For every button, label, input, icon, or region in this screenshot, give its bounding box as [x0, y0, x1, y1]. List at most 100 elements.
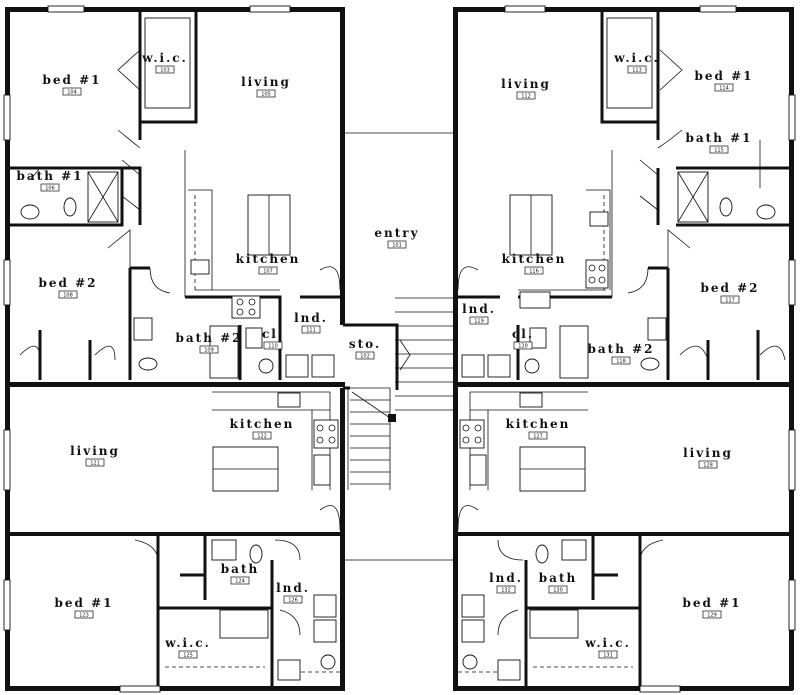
room-number: 117	[725, 298, 735, 304]
room-number: 128	[703, 463, 713, 469]
room-number-box	[301, 325, 321, 334]
room-label-ll-wic: w.i.c. 125	[164, 636, 211, 659]
room-name: cl.	[262, 327, 284, 341]
room-number-box	[62, 87, 82, 96]
room-number-box	[496, 585, 516, 594]
room-number: 120	[518, 344, 528, 350]
room-label-r-bed2: bed #2 117	[701, 281, 760, 304]
room-number: 108	[63, 293, 73, 299]
room-number-box	[199, 345, 219, 354]
room-name: cl.	[512, 327, 534, 341]
room-name: bath	[221, 562, 259, 576]
room-number: 104	[67, 90, 77, 96]
room-number: 131	[603, 653, 613, 659]
room-number: 106	[45, 186, 55, 192]
room-number: 119	[474, 319, 484, 325]
room-labels: bed #1 104 w.i.c.103 living 105 bath #1 106 bed…	[16, 51, 760, 659]
room-number-box	[178, 650, 198, 659]
room-number-box	[513, 341, 533, 350]
room-name: kitchen	[502, 252, 567, 266]
room-label-lr-wic: w.i.c. 131	[584, 636, 631, 659]
room-number-box	[155, 65, 175, 74]
room-number-box	[528, 431, 548, 440]
room-name: w.i.c.	[613, 51, 660, 65]
room-number: 115	[714, 148, 724, 154]
room-number: 113	[632, 68, 642, 74]
room-number: 124	[235, 579, 245, 585]
room-name: bed #1	[43, 73, 102, 87]
room-name: bed #1	[55, 596, 114, 610]
room-number-box	[611, 356, 631, 365]
room-number-box	[709, 145, 729, 154]
room-number: 118	[616, 359, 626, 365]
room-number: 107	[263, 269, 273, 275]
room-label-l-bed2: bed #2 108	[39, 276, 98, 299]
room-number-box	[355, 351, 375, 360]
room-label-l-cl: cl. 110	[262, 327, 284, 350]
room-name: bath #1	[16, 169, 83, 183]
room-number: 114	[719, 86, 729, 92]
room-name: bath #1	[685, 131, 752, 145]
room-label-ll-living: living 121	[70, 444, 120, 467]
room-number-box	[74, 610, 94, 619]
exterior-walls	[5, 7, 794, 691]
room-label-l-bath1: bath #1 106	[16, 169, 83, 192]
room-name: kitchen	[506, 417, 571, 431]
room-name: bed #2	[701, 281, 760, 295]
room-number-box	[230, 576, 250, 585]
room-name: w.i.c.	[141, 51, 188, 65]
room-number: 111	[306, 328, 316, 334]
room-label-lr-bath: bath 130	[539, 571, 577, 594]
room-label-ll-lnd: lnd.126	[276, 581, 310, 604]
room-name: w.i.c.	[584, 636, 631, 650]
room-number: 109	[204, 348, 214, 354]
room-label-r-bath1: bath #1 115	[685, 131, 752, 154]
room-name: kitchen	[230, 417, 295, 431]
interior-walls-upper-left	[10, 12, 340, 380]
room-name: bath	[539, 571, 577, 585]
room-name: bath #2	[587, 342, 654, 356]
room-number: 121	[90, 461, 100, 467]
room-label-lr-kitchen: kitchen 127	[506, 417, 571, 440]
room-name: bed #1	[683, 596, 742, 610]
room-name: sto.	[349, 337, 381, 351]
room-label-r-bed1: bed #1 114	[695, 69, 754, 92]
windows	[3, 5, 796, 693]
room-name: bed #1	[695, 69, 754, 83]
room-number-box	[714, 83, 734, 92]
room-number: 125	[183, 653, 193, 659]
room-name: w.i.c.	[164, 636, 211, 650]
room-number-box	[85, 458, 105, 467]
room-number-box	[548, 585, 568, 594]
room-number-box	[263, 341, 283, 350]
room-label-lr-lnd: lnd.132	[489, 571, 523, 594]
room-label-l-lnd: lnd.111	[294, 311, 326, 334]
room-name: entry	[374, 226, 419, 240]
room-number: 112	[521, 94, 531, 100]
room-name: bed #2	[39, 276, 98, 290]
room-label-ll-kitchen: kitchen 122	[230, 417, 295, 440]
room-number-box	[40, 183, 60, 192]
room-name: lnd.	[276, 581, 310, 595]
room-label-l-bed1: bed #1 104	[43, 73, 102, 96]
room-number: 127	[533, 434, 543, 440]
room-name: kitchen	[236, 252, 301, 266]
room-name: living	[241, 75, 291, 89]
room-number: 122	[257, 434, 267, 440]
door-swings	[19, 49, 786, 636]
room-number-box	[720, 295, 740, 304]
room-label-l-wic: w.i.c.103	[141, 51, 188, 74]
room-label-ll-bath: bath 124	[221, 562, 259, 585]
room-number: 105	[261, 92, 271, 98]
room-label-r-cl: cl. 120	[512, 327, 534, 350]
room-name: lnd.	[489, 571, 523, 585]
room-number: 130	[553, 588, 563, 594]
room-name: living	[70, 444, 120, 458]
room-number: 110	[268, 344, 278, 350]
room-label-l-living: living 105	[241, 75, 291, 98]
room-number-box	[698, 460, 718, 469]
